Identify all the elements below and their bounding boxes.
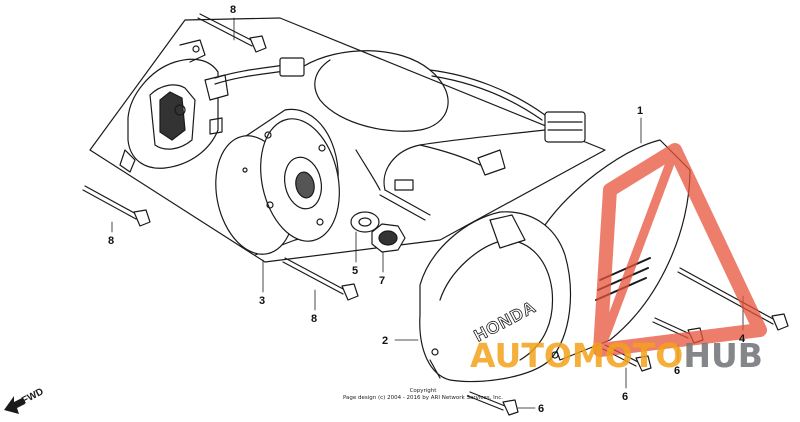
forward-arrow-icon: FWD (4, 386, 46, 414)
callout-6-mid: 6 (674, 365, 680, 377)
callout-6-bottom: 6 (538, 403, 544, 415)
callout-6-left: 6 (622, 391, 628, 403)
watermark-part2: HUB (683, 336, 763, 375)
copyright-line2: Page design (c) 2004 - 2016 by ARI Netwo… (342, 395, 504, 401)
stator (119, 39, 229, 173)
watermark-part1: AUTOMOTO (470, 336, 684, 375)
bolt-8-bottom (282, 257, 359, 301)
callout-4: 4 (739, 333, 746, 345)
callout-5: 5 (352, 265, 358, 277)
callout-8-bottom: 8 (311, 313, 317, 325)
bolt-8-top (197, 13, 267, 53)
wire-harness (214, 50, 586, 221)
bolt-8-left (82, 185, 151, 227)
copyright-line1: Copyright (409, 388, 437, 394)
callout-8-left: 8 (108, 235, 114, 247)
flange-nut (371, 223, 406, 253)
watermark-text: AUTOMOTOHUB (470, 336, 763, 380)
washer (350, 211, 380, 233)
watermark-logo-icon (593, 143, 767, 357)
bolt-6-bottom (467, 391, 519, 416)
callout-2: 2 (382, 335, 388, 347)
flywheel-rotor (215, 108, 340, 256)
callout-7: 7 (379, 275, 385, 287)
generator-cover: HONDA (419, 211, 572, 383)
assembly-outline (89, 17, 606, 263)
copyright-notice: Copyright Page design (c) 2004 - 2016 by… (318, 388, 528, 402)
callout-3: 3 (259, 295, 265, 307)
callout-1: 1 (637, 105, 643, 117)
fwd-label: FWD (20, 386, 45, 406)
callout-8-top: 8 (230, 4, 236, 16)
leader-lines (111, 17, 744, 409)
